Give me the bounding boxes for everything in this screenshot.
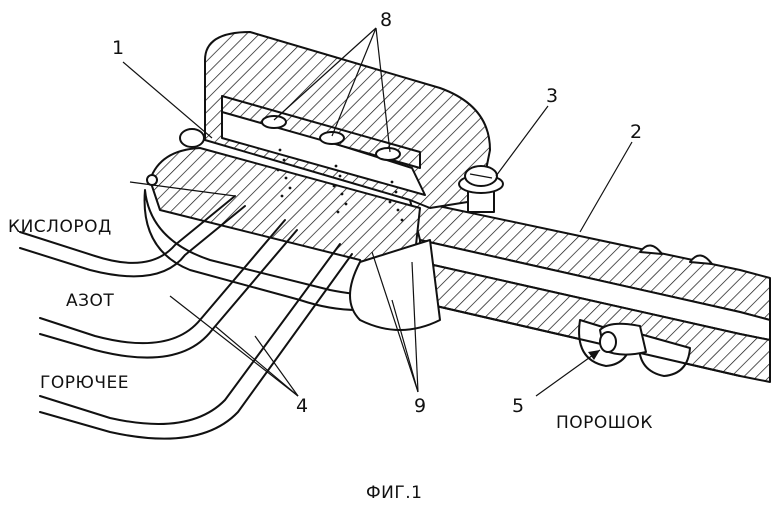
head-block xyxy=(204,31,491,209)
label-5: 5 xyxy=(512,395,524,417)
label-oxygen: КИСЛОРОД xyxy=(8,217,112,237)
figure-caption: ФИГ.1 xyxy=(366,483,422,503)
label-nitrogen: АЗОТ xyxy=(66,291,114,311)
leader-lines xyxy=(122,27,633,397)
label-powder: ПОРОШОК xyxy=(556,413,653,433)
gas-tubes xyxy=(19,174,353,440)
powder-port xyxy=(599,322,647,356)
screw xyxy=(458,165,504,213)
label-fuel: ГОРЮЧЕЕ xyxy=(40,373,129,393)
label-2: 2 xyxy=(630,121,642,143)
gas-streams xyxy=(276,148,404,222)
label-1: 1 xyxy=(112,37,124,59)
label-9: 9 xyxy=(414,395,426,417)
gas-block xyxy=(143,128,441,331)
barrel xyxy=(409,199,771,383)
label-3: 3 xyxy=(546,85,558,107)
label-8: 8 xyxy=(380,9,392,31)
label-4: 4 xyxy=(296,395,308,417)
